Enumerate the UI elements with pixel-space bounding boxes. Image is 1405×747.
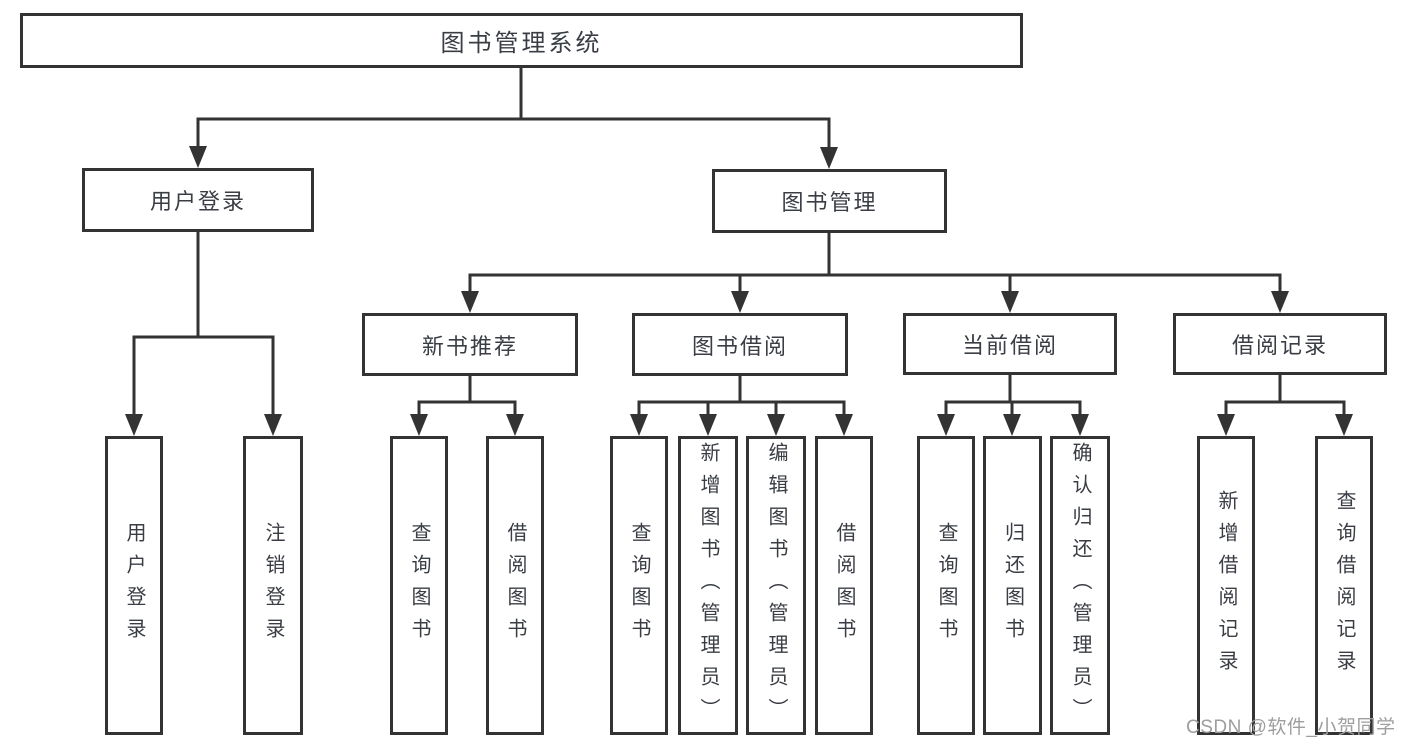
leaf-label: 编辑图书（管理员） xyxy=(765,441,787,730)
leaf-query-books-borrowing: 查询图书 xyxy=(610,436,668,735)
node-current-borrowing: 当前借阅 xyxy=(903,313,1117,375)
leaf-borrow-books-recommend: 借阅图书 xyxy=(486,436,544,735)
node-library-management-system: 图书管理系统 xyxy=(20,13,1023,68)
connector-borrowing-records-to-leaves xyxy=(1217,375,1353,436)
node-label: 图书管理系统 xyxy=(440,30,603,57)
node-label: 图书管理 xyxy=(781,190,878,215)
leaf-label: 查询图书 xyxy=(628,521,650,650)
connector-root-to-branches xyxy=(189,68,838,169)
leaf-add-borrow-record: 新增借阅记录 xyxy=(1197,436,1255,735)
connector-book-borrowing-to-leaves xyxy=(630,376,853,436)
node-new-book-recommend: 新书推荐 xyxy=(362,313,578,376)
leaf-label: 借阅图书 xyxy=(504,521,526,650)
leaf-label: 查询图书 xyxy=(935,521,957,650)
connector-book-management-to-sections xyxy=(461,233,1289,313)
connector-user-login-to-leaves xyxy=(125,232,282,436)
leaf-label: 查询借阅记录 xyxy=(1333,489,1355,682)
node-user-login: 用户登录 xyxy=(82,168,314,232)
leaf-query-borrow-record: 查询借阅记录 xyxy=(1315,436,1373,735)
connector-current-borrowing-to-leaves xyxy=(937,375,1089,436)
leaf-query-books-current: 查询图书 xyxy=(917,436,975,735)
leaf-confirm-return-admin: 确认归还（管理员） xyxy=(1050,436,1110,735)
leaf-label: 确认归还（管理员） xyxy=(1069,441,1091,730)
node-label: 当前借阅 xyxy=(961,333,1058,358)
node-book-borrowing: 图书借阅 xyxy=(632,313,848,376)
node-label: 图书借阅 xyxy=(691,333,788,359)
leaf-user-login: 用户登录 xyxy=(105,436,163,735)
leaf-label: 查询图书 xyxy=(408,521,430,650)
leaf-label: 新增借阅记录 xyxy=(1215,489,1237,682)
node-label: 借阅记录 xyxy=(1231,333,1328,358)
leaf-label: 用户登录 xyxy=(123,521,145,650)
leaf-borrow-books-borrowing: 借阅图书 xyxy=(815,436,873,735)
leaf-label: 新增图书（管理员） xyxy=(697,441,719,730)
leaf-edit-books-admin: 编辑图书（管理员） xyxy=(746,436,806,735)
leaf-label: 注销登录 xyxy=(262,521,284,650)
leaf-add-books-admin: 新增图书（管理员） xyxy=(678,436,738,735)
leaf-label: 归还图书 xyxy=(1001,521,1024,650)
csdn-watermark: CSDN @软件_小贺同学 xyxy=(1186,717,1396,738)
leaf-label: 借阅图书 xyxy=(833,521,855,650)
leaf-return-books: 归还图书 xyxy=(983,436,1042,735)
connector-new-book-recommend-to-leaves xyxy=(410,376,524,436)
node-borrowing-records: 借阅记录 xyxy=(1173,313,1387,375)
node-label: 用户登录 xyxy=(149,189,246,214)
node-label: 新书推荐 xyxy=(421,333,518,359)
leaf-query-books-recommend: 查询图书 xyxy=(390,436,448,735)
leaf-logout: 注销登录 xyxy=(243,436,303,735)
node-book-management: 图书管理 xyxy=(712,169,947,233)
